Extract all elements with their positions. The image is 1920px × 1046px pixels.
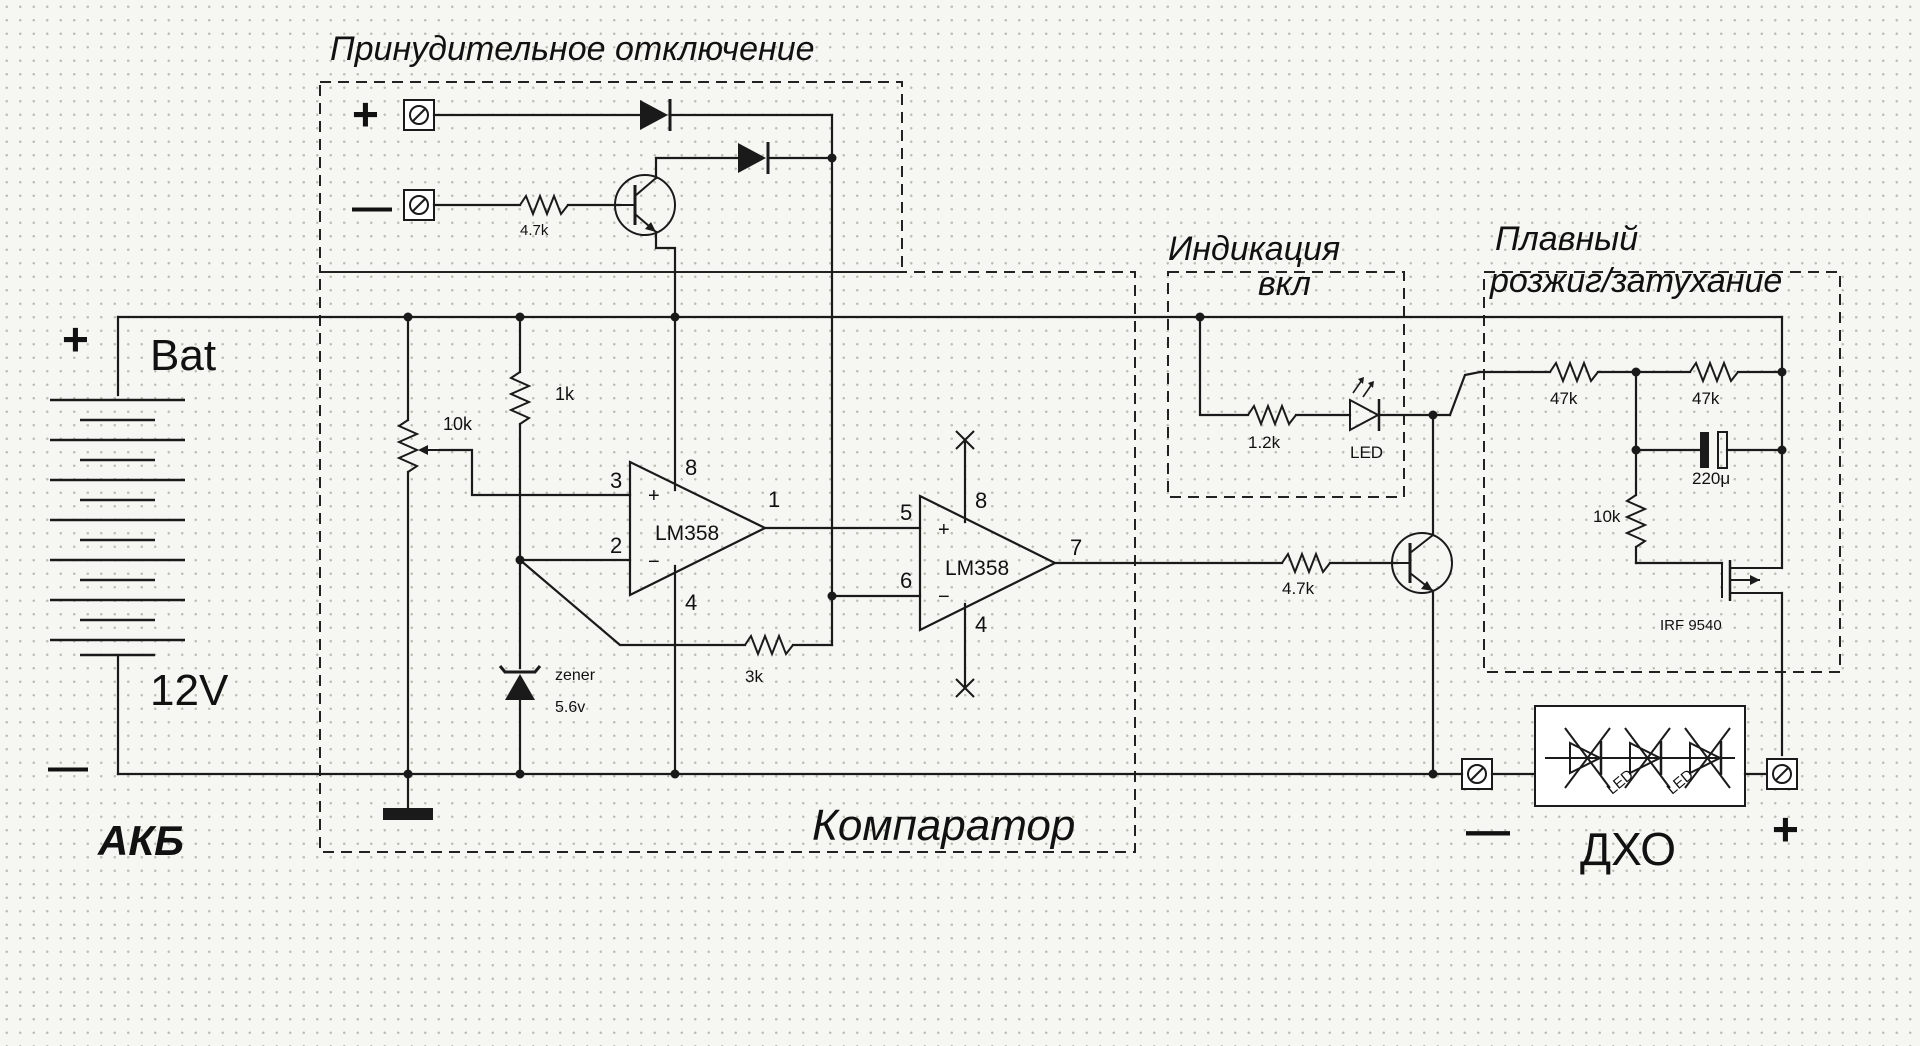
indicator-led-label: LED	[1350, 443, 1383, 462]
battery-name: Bat	[150, 331, 216, 380]
resistor-gate	[1624, 494, 1648, 548]
battery-plus: +	[62, 313, 89, 365]
opamp-1-minus-sign: −	[648, 551, 660, 573]
zener-value: 5.6v	[555, 699, 585, 716]
resistor-47k-a-label: 47k	[1550, 389, 1578, 408]
opamp-2-label: LM358	[945, 557, 1009, 580]
resistor-base-label: 4.7k	[1282, 579, 1315, 598]
input-minus-label: —	[352, 185, 392, 229]
indication-box	[1167, 271, 1405, 498]
resistor-gate-label: 10k	[1593, 507, 1621, 526]
mosfet-label: IRF 9540	[1660, 617, 1722, 634]
resistor-47k-a	[1549, 360, 1599, 384]
transistor-main	[1391, 532, 1453, 594]
opamp-2-nc-marks	[955, 430, 975, 698]
capacitor-label: 220μ	[1692, 469, 1730, 488]
battery	[50, 315, 185, 776]
indicator-led	[1349, 377, 1381, 432]
opamp-2-pin6: 6	[900, 568, 912, 593]
zener-diode	[498, 665, 542, 700]
opamp-1-pin2: 2	[610, 533, 622, 558]
drl-plus-label: +	[1772, 803, 1799, 855]
drl-led-module	[1534, 705, 1746, 807]
opamp-1-pin3: 3	[610, 468, 622, 493]
drl-minus-label: —	[1466, 806, 1510, 855]
opamp-2-pin4: 4	[975, 612, 987, 637]
soft-start-box	[1483, 271, 1841, 673]
drl-terminal-minus[interactable]	[1461, 758, 1493, 790]
opamp-1-pin4: 4	[685, 590, 697, 615]
opamp-2-pin7: 7	[1070, 535, 1082, 560]
input-terminal-minus[interactable]	[403, 189, 435, 221]
resistor-1k	[508, 371, 532, 425]
opamp-2-pin5: 5	[900, 500, 912, 525]
potentiometer[interactable]	[396, 419, 420, 473]
input-plus-label: +	[352, 88, 379, 140]
transistor-forced-off	[614, 174, 676, 236]
resistor-1k-label: 1k	[555, 384, 575, 404]
potentiometer-label: 10k	[443, 414, 473, 434]
indication-title-line2: вкл	[1258, 265, 1311, 303]
diode-1	[640, 99, 672, 131]
opamp-2-plus-sign: +	[938, 519, 950, 541]
opamp-1-plus-sign: +	[648, 485, 660, 507]
drl-terminal-plus[interactable]	[1766, 758, 1798, 790]
comparator-title: Компаратор	[812, 801, 1075, 850]
battery-label: АКБ	[97, 817, 184, 864]
resistor-feedback	[744, 633, 794, 657]
opamp-2	[918, 494, 1058, 632]
comparator-box	[319, 271, 1136, 853]
resistor-feedback-label: 3k	[745, 667, 763, 686]
forced-off-title: Принудительное отключение	[330, 30, 815, 68]
input-terminal-plus[interactable]	[403, 99, 435, 131]
zener-name: zener	[555, 667, 596, 684]
resistor-47k-b	[1689, 360, 1739, 384]
opamp-1-pin8: 8	[685, 455, 697, 480]
battery-minus: —	[48, 745, 88, 789]
soft-start-title: Плавный	[1495, 220, 1638, 258]
opamp-1-label: LM358	[655, 522, 719, 545]
diode-2	[738, 142, 770, 174]
mosfet	[1721, 560, 1782, 601]
battery-voltage: 12V	[150, 666, 229, 715]
opamp-1	[628, 460, 768, 597]
drl-label: ДХО	[1580, 823, 1676, 875]
resistor-input	[519, 193, 569, 217]
resistor-led-label: 1.2k	[1248, 433, 1281, 452]
drl-led-chain	[1545, 727, 1735, 789]
ground-symbol	[383, 808, 433, 820]
capacitor-220u	[1700, 431, 1728, 469]
resistor-base	[1281, 551, 1331, 575]
resistor-47k-b-label: 47k	[1692, 389, 1720, 408]
resistor-input-label: 4.7k	[520, 222, 549, 239]
soft-start-title-line2: розжиг/затухание	[1489, 262, 1782, 300]
opamp-2-pin8: 8	[975, 488, 987, 513]
opamp-1-pin1: 1	[768, 487, 780, 512]
resistor-led	[1247, 403, 1297, 427]
indication-title: Индикация	[1168, 230, 1340, 268]
opamp-2-minus-sign: −	[938, 586, 950, 608]
